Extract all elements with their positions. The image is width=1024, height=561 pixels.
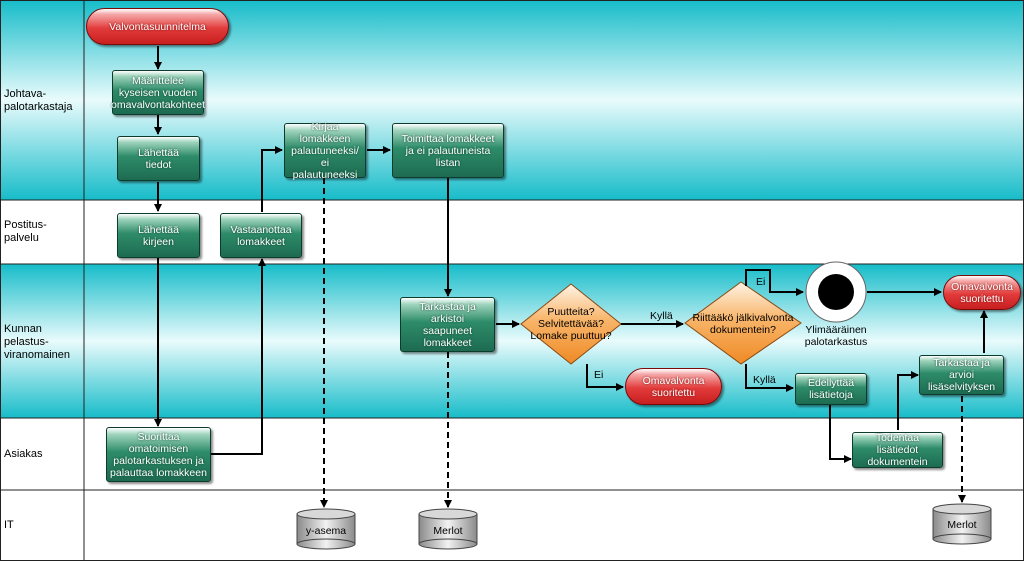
process-record-label: Kirjaa lomakkeen palautuneeksi/ ei palau…: [291, 120, 359, 181]
end-terminal-top: Omavalvonta suoritettu: [943, 275, 1021, 310]
process-customer-inspect-label: Suorittaa omatoimisen palotarkastuksen j…: [110, 430, 207, 479]
edge-label-no2: Ei: [756, 276, 766, 288]
process-require-info: Edellyttää lisätietoja: [795, 373, 867, 405]
process-inspect-archive: Tarkastaa ja arkistoi saapuneet lomakkee…: [400, 297, 495, 352]
db-y-asema-shape: [296, 508, 356, 550]
lane-label-asiakas: Asiakas: [4, 448, 43, 460]
edge-sufficient-yes: [745, 364, 794, 392]
end-terminal-mid-label: Omavalvonta suoritettu: [642, 374, 705, 399]
process-verify-docs: Todentaa lisätiedot dokumentein: [852, 432, 943, 468]
process-receive-forms: Vastaanottaa lomakkeet: [220, 213, 302, 258]
edge-label-yes1: Kyllä: [650, 310, 673, 322]
db-merlot2-shape: [932, 503, 992, 545]
edge-customer-receive: [211, 258, 266, 455]
decision-sufficient-label: Riittääkö jälkivalvonta dokumentein?: [692, 312, 794, 336]
process-verify-docs-label: Todentaa lisätiedot dokumentein: [867, 432, 928, 468]
process-define: Määrittelee kyseisen vuoden omavalvontak…: [111, 70, 205, 115]
lane-band-it: [0, 490, 1024, 561]
db-y-asema-label: y-asema: [305, 525, 347, 537]
end-terminal-top-label: Omavalvonta suoritettu: [951, 280, 1013, 305]
edge-label-no1: Ei: [594, 369, 604, 381]
extra-inspection-dot: [818, 274, 854, 310]
lane-label-kunnan: Kunnan pelastus- viranomainen: [4, 323, 71, 361]
process-define-label: Määrittelee kyseisen vuoden omavalvontak…: [111, 74, 205, 111]
lane-label-it: IT: [4, 519, 14, 531]
process-deliver-label: Toimittaa lomakkeet ja ei palautuneista …: [401, 132, 495, 169]
decision-sufficient-shape: [684, 281, 802, 365]
process-require-info-label: Edellyttää lisätietoja: [807, 377, 855, 401]
process-assess-label: Tarkastaa ja arvioi lisäselvityksen: [927, 357, 996, 393]
edge-decision-no: [586, 364, 624, 391]
process-send-letter-label: Lähettää kirjeen: [138, 223, 179, 248]
extra-inspection-label: Ylimääräinen palotarkastus: [804, 324, 868, 348]
edge-receive-record: [261, 146, 283, 212]
lane-label-postitus: Postitus- palvelu: [4, 219, 47, 244]
edge-sufficient-no: [745, 269, 804, 296]
process-deliver: Toimittaa lomakkeet ja ei palautuneista …: [392, 123, 504, 178]
end-terminal-mid: Omavalvonta suoritettu: [625, 368, 722, 405]
start-terminal-label: Valvontasuunnitelma: [109, 20, 206, 33]
process-customer-inspect: Suorittaa omatoimisen palotarkastuksen j…: [106, 427, 211, 482]
db-merlot2-label: Merlot: [947, 519, 977, 531]
process-assess: Tarkastaa ja arvioi lisäselvityksen: [919, 355, 1004, 395]
process-send-letter: Lähettää kirjeen: [117, 213, 200, 258]
start-terminal: Valvontasuunnitelma: [86, 8, 229, 45]
decision-missing-shape: [520, 283, 622, 365]
process-send-info: Lähettää tiedot: [117, 136, 200, 181]
process-send-info-label: Lähettää tiedot: [138, 146, 179, 171]
process-inspect-archive-label: Tarkastaa ja arkistoi saapuneet lomakkee…: [419, 300, 476, 349]
lane-label-johtava: Johtava- palotarkastaja: [4, 88, 73, 113]
process-record: Kirjaa lomakkeen palautuneeksi/ ei palau…: [284, 120, 366, 181]
db-merlot1-shape: [418, 508, 478, 550]
process-receive-forms-label: Vastaanottaa lomakkeet: [230, 223, 292, 248]
edge-require-verify: [829, 403, 852, 463]
edge-verify-assess: [897, 371, 919, 430]
db-merlot1-label: Merlot: [433, 525, 463, 537]
decision-missing-label: Puutteita? Selvitettävää? Lomake puuttuu…: [530, 306, 612, 342]
edge-label-yes2: Kyllä: [753, 374, 776, 386]
